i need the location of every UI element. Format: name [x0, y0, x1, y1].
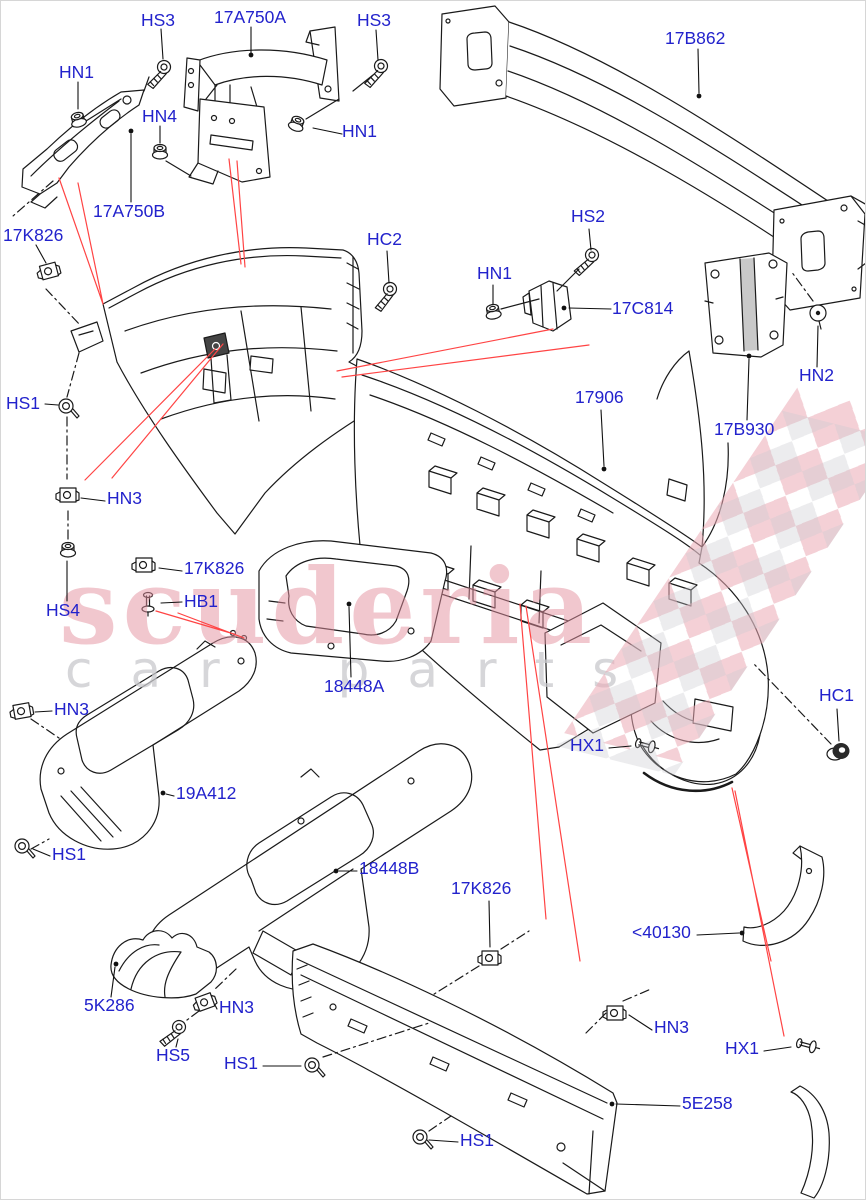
part-label-hs4: HS4	[46, 600, 81, 620]
part-label-hn2: HN2	[799, 365, 835, 385]
part-17a750b-drawing	[21, 89, 145, 209]
part-bumper-upper-cover-drawing	[70, 247, 398, 535]
part-label-5e258: 5E258	[682, 1093, 733, 1113]
part-corner-strip-drawing	[790, 1085, 830, 1199]
part-18448a-drawing	[229, 540, 448, 662]
part-17b930-drawing	[704, 252, 788, 358]
part-label-hs5: HS5	[156, 1045, 191, 1065]
part-label-17b930: 17B930	[714, 419, 775, 439]
part-label-18448a: 18448A	[324, 676, 385, 696]
part-label-hn3-c: HN3	[654, 1017, 690, 1037]
part-label-17k826-a: 17K826	[3, 225, 64, 245]
part-17c814-drawing	[522, 280, 572, 332]
part-label-hn1-a: HN1	[59, 62, 95, 82]
part-label-hx1-a: HX1	[570, 735, 605, 755]
part-label-18448b: 18448B	[359, 858, 420, 878]
part-label-hs1-a: HS1	[6, 393, 41, 413]
part-label-hn3-a: HN3	[107, 488, 143, 508]
part-5k286-drawing	[110, 930, 217, 999]
part-label-hs2: HS2	[571, 206, 606, 226]
part-label-17a750a: 17A750A	[214, 7, 287, 27]
part-label-17906: 17906	[575, 387, 624, 407]
part-label-hn1-c: HN1	[477, 263, 513, 283]
part-label-40130: <40130	[632, 922, 691, 942]
part-label-hs3-a: HS3	[141, 10, 176, 30]
part-label-hs1-b: HS1	[52, 844, 87, 864]
part-label-hc1: HC1	[819, 685, 855, 705]
part-17a750a-drawing	[183, 26, 340, 185]
part-label-5k286: 5K286	[84, 995, 135, 1015]
part-label-hs1-c: HS1	[224, 1053, 259, 1073]
alignment-lines	[12, 180, 832, 1132]
part-label-hn3-b: HN3	[54, 699, 90, 719]
part-label-hc2: HC2	[367, 229, 403, 249]
part-18448b-drawing	[146, 743, 473, 991]
part-label-hn1-b: HN1	[342, 121, 378, 141]
part-label-hs3-b: HS3	[357, 10, 392, 30]
part-label-hn3-d: HN3	[219, 997, 255, 1017]
label-leader-lines	[32, 26, 840, 1143]
part-label-17c814: 17C814	[612, 298, 674, 318]
red-callout-lines	[58, 158, 785, 1037]
part-label-17k826-b: 17K826	[184, 558, 245, 578]
part-label-17b862: 17B862	[665, 28, 726, 48]
part-label-hx1-b: HX1	[725, 1038, 760, 1058]
part-label-17k826-c: 17K826	[451, 878, 512, 898]
leader-dots	[113, 52, 752, 1107]
part-40130-drawing	[742, 845, 825, 946]
part-5e258-drawing	[291, 943, 618, 1195]
part-label-17a750b: 17A750B	[93, 201, 166, 221]
part-17b862-drawing	[439, 5, 865, 311]
watermark-brand: scuderia	[59, 545, 598, 668]
part-label-hb1: HB1	[184, 591, 219, 611]
part-label-hn4: HN4	[142, 106, 178, 126]
part-label-hs1-d: HS1	[460, 1130, 495, 1150]
part-19a412-drawing	[39, 636, 257, 850]
fastener-construction-lines	[85, 74, 580, 310]
part-label-19a412: 19A412	[176, 783, 237, 803]
